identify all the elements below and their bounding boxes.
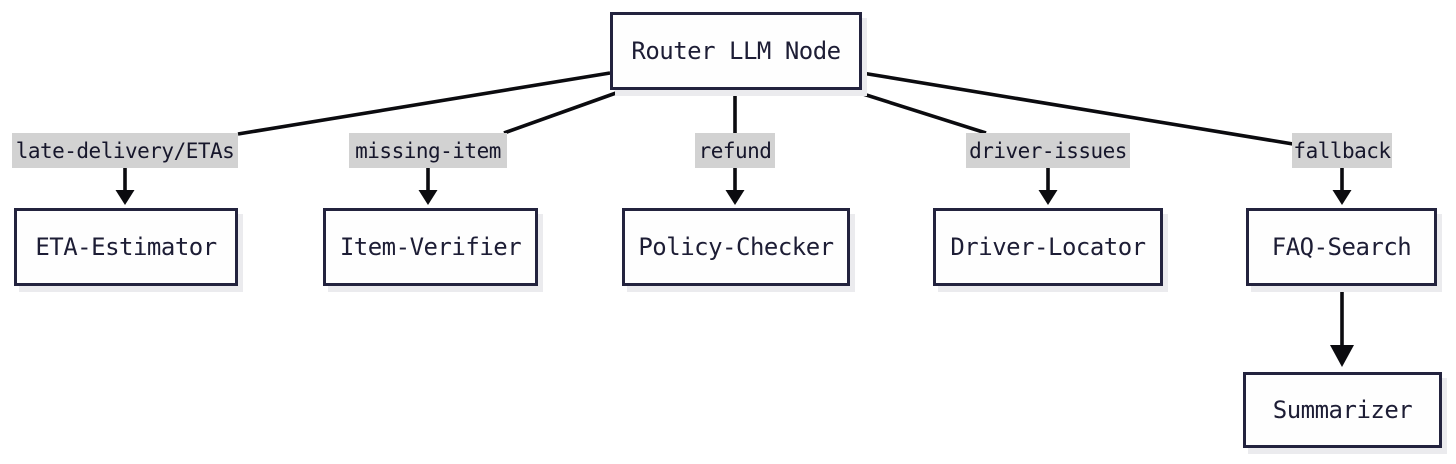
node-faq-search: FAQ-Search xyxy=(1246,208,1437,286)
edge-faq-summarizer-head xyxy=(1330,345,1354,367)
node-driver-locator: Driver-Locator xyxy=(933,208,1163,286)
node-summarizer: Summarizer xyxy=(1243,372,1442,448)
node-label: Driver-Locator xyxy=(950,233,1146,261)
node-label: Item-Verifier xyxy=(339,233,522,261)
edge-label-refund: refund xyxy=(695,133,775,168)
node-label: Policy-Checker xyxy=(638,233,834,261)
edge-label-late-delivery: late-delivery/ETAs xyxy=(12,133,238,168)
node-eta-estimator: ETA-Estimator xyxy=(14,208,238,286)
node-label: ETA-Estimator xyxy=(35,233,217,261)
edge-driver-issues-line xyxy=(859,91,987,135)
arrow-driver-head xyxy=(1038,190,1058,205)
edge-label-text: fallback xyxy=(1293,138,1391,163)
edge-missing-item-line xyxy=(503,91,617,135)
edge-label-text: missing-item xyxy=(355,138,501,163)
edge-label-missing-item: missing-item xyxy=(349,133,507,168)
edge-fallback-line xyxy=(861,71,1294,146)
node-label: Summarizer xyxy=(1272,396,1413,424)
arrow-item-head xyxy=(418,190,438,205)
edge-label-text: driver-issues xyxy=(969,138,1127,163)
arrow-faq-head xyxy=(1332,190,1352,205)
edge-label-text: refund xyxy=(698,138,772,163)
edge-label-fallback: fallback xyxy=(1292,133,1392,168)
node-policy-checker: Policy-Checker xyxy=(622,208,850,286)
node-label: FAQ-Search xyxy=(1271,233,1412,261)
node-item-verifier: Item-Verifier xyxy=(323,208,538,286)
node-label: Router LLM Node xyxy=(631,37,841,65)
edge-late-delivery-line xyxy=(237,71,611,136)
node-router-llm: Router LLM Node xyxy=(610,12,862,90)
arrow-policy-head xyxy=(725,190,745,205)
edge-label-text: late-delivery/ETAs xyxy=(15,138,235,163)
edge-label-driver-issues: driver-issues xyxy=(966,133,1130,168)
arrow-eta-head xyxy=(115,190,135,205)
